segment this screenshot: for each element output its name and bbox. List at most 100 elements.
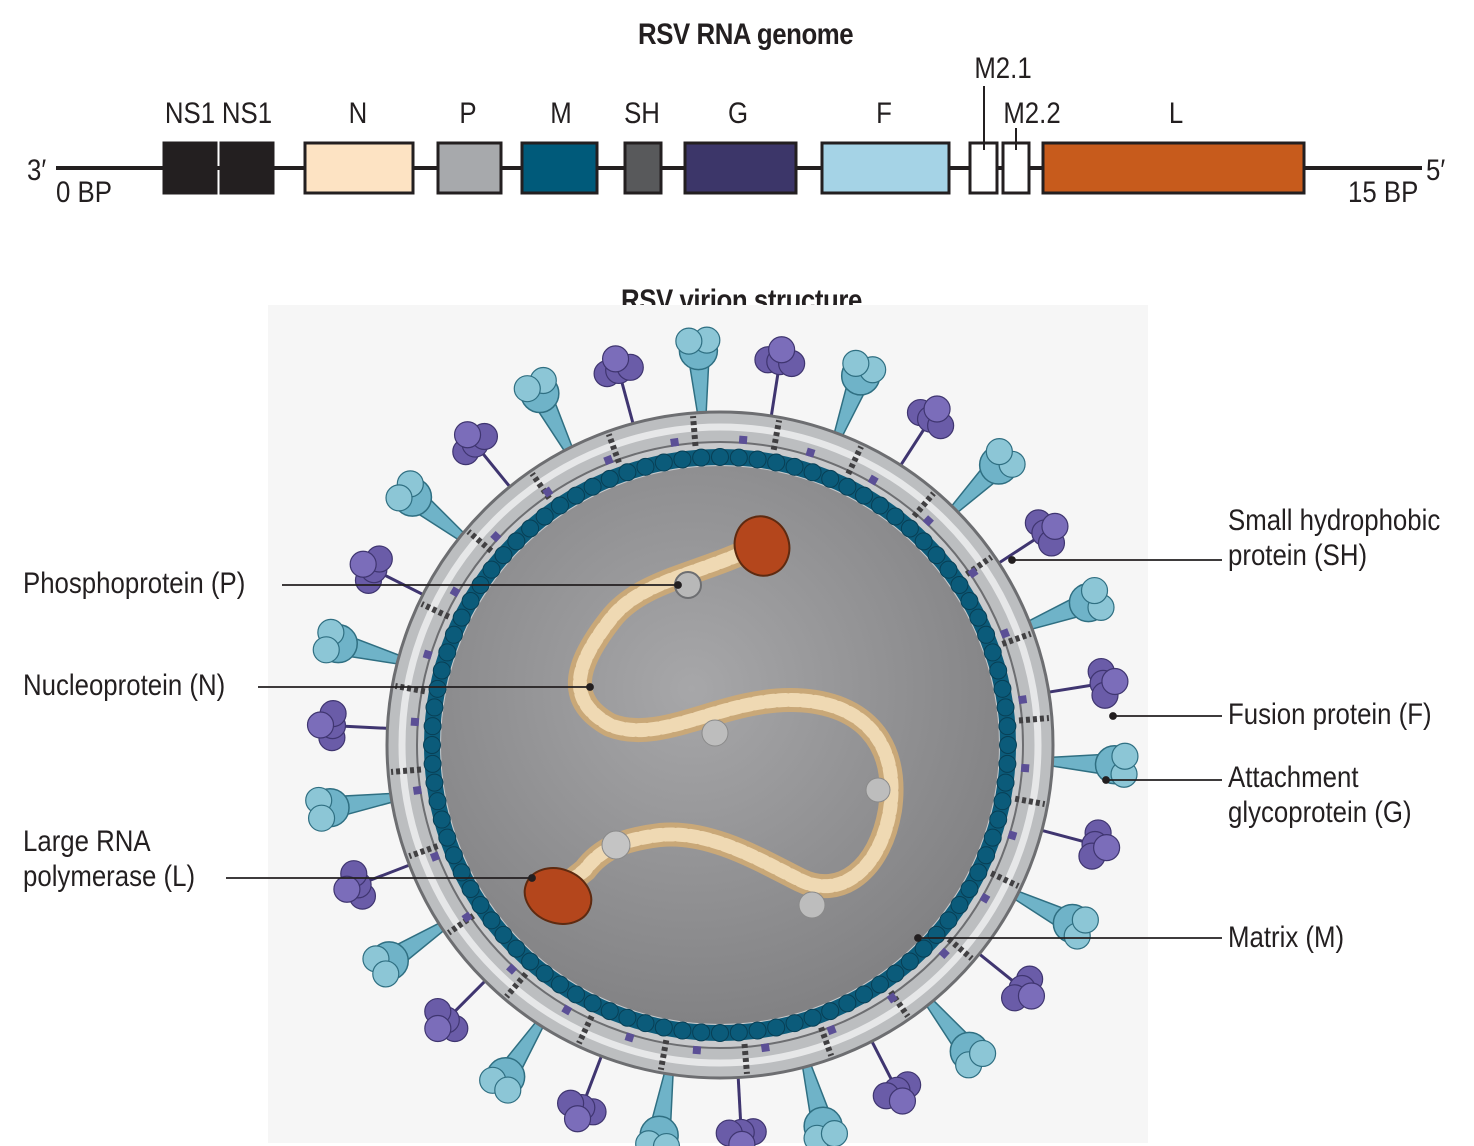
matrix-bead <box>785 457 804 476</box>
matrix-bead <box>432 810 451 829</box>
matrix-bead <box>748 1021 767 1040</box>
attachment-lobe <box>1101 667 1129 696</box>
gene-box-m21 <box>968 141 999 195</box>
attachment-lobe <box>768 336 796 364</box>
membrane-pore <box>624 1032 635 1043</box>
membrane-pore <box>422 649 433 660</box>
membrane-pore <box>506 963 518 975</box>
polymerase-top <box>733 515 791 577</box>
sh-protein <box>446 913 476 936</box>
phosphoprotein-4 <box>798 891 826 919</box>
membrane-pore <box>967 567 979 579</box>
label-sh-line2: protein (SH) <box>1228 539 1368 572</box>
sh-protein <box>911 491 936 519</box>
fusion-protein-spike <box>799 1052 849 1146</box>
membrane-pore <box>603 454 614 466</box>
matrix-bead <box>507 939 526 958</box>
attachment-lobe <box>349 550 377 578</box>
matrix-bead <box>914 939 933 958</box>
sh-protein <box>741 1043 750 1075</box>
gene-label-f: F <box>876 97 892 130</box>
matrix-bead <box>711 1024 729 1042</box>
envelope-inner-layer <box>398 423 1042 1067</box>
fusion-head-lobe <box>968 1039 997 1068</box>
attachment-glycoprotein-spike <box>306 700 401 752</box>
sh-protein <box>466 529 494 554</box>
membrane-pore <box>826 1024 837 1036</box>
callout-dot-nucleoprotein <box>586 683 594 691</box>
matrix-bead <box>535 964 554 983</box>
gene-label-g: G <box>727 97 749 130</box>
matrix-bead <box>983 643 1002 662</box>
phosphoprotein-3 <box>865 777 891 803</box>
sh-protein <box>529 471 552 501</box>
fusion-head-lobe <box>1071 906 1099 934</box>
attachment-lobe <box>923 395 951 423</box>
fusion-protein-spike <box>675 326 721 427</box>
matrix-bead <box>960 592 979 610</box>
attachment-lobe <box>1017 982 1046 1010</box>
matrix-bead <box>673 1021 692 1040</box>
matrix-bead <box>425 773 444 792</box>
sh-protein <box>1018 715 1050 724</box>
genome-end-3prime: 3′ <box>27 154 47 187</box>
matrix-bead <box>838 477 857 496</box>
label-polymerase-line1: Large RNA <box>23 825 151 858</box>
matrix-bead <box>939 560 958 579</box>
attachment-lobe <box>306 711 335 739</box>
matrix-bead <box>482 911 501 930</box>
label-polymerase-line2: polymerase (L) <box>23 860 196 893</box>
callout-dot-fusion <box>1109 712 1117 720</box>
membrane-pore <box>760 1043 770 1053</box>
fusion-head-lobe <box>307 804 336 832</box>
label-phosphoprotein: Phosphoprotein (P) <box>23 567 246 600</box>
attachment-lobe <box>563 1105 592 1133</box>
sh-protein <box>845 445 864 476</box>
attachment-lobe <box>453 421 482 449</box>
gene-box-ns1-a <box>162 141 218 195</box>
matrix-bead <box>423 754 442 773</box>
matrix-bead <box>855 985 873 1004</box>
gene-label-sh: SH <box>624 97 660 130</box>
fusion-protein-spike <box>362 916 455 988</box>
membrane-pore <box>429 851 441 862</box>
membrane-pore <box>1007 830 1018 841</box>
fusion-head-lobe <box>675 327 703 355</box>
matrix-bead <box>998 717 1017 736</box>
matrix-bead <box>600 1002 619 1021</box>
fusion-head-lobe <box>652 1132 681 1146</box>
sh-proteins <box>390 415 1050 1075</box>
label-sh-line1: Small hydrophobic <box>1228 504 1441 537</box>
matrix-bead <box>494 546 513 565</box>
gene-label-ns1-a: NS1 <box>164 97 216 130</box>
matrix-bead <box>729 1023 748 1042</box>
gene-label-ns1-b: NS1 <box>221 97 273 130</box>
matrix-bead <box>989 810 1008 829</box>
attachment-glycoprotein-spike <box>452 421 520 498</box>
matrix-bead <box>767 453 786 472</box>
gene-box-m <box>520 141 599 195</box>
matrix-bead <box>452 863 471 882</box>
membrane-pore <box>692 1045 702 1055</box>
gene-label-p: P <box>459 97 477 130</box>
gene-label-m: M <box>550 97 572 130</box>
matrix-bead <box>521 952 540 971</box>
fusion-protein-spike <box>312 618 413 667</box>
attachment-lobe <box>333 875 361 903</box>
membrane-pore <box>979 892 991 904</box>
matrix-bead <box>521 519 540 538</box>
membrane-pore <box>867 474 879 486</box>
matrix-bead <box>673 450 692 469</box>
matrix-bead <box>886 964 905 983</box>
sh-protein <box>420 601 451 620</box>
fusion-head-lobe <box>513 375 541 403</box>
matrix-bead <box>567 985 585 1004</box>
callout-dot-phosphoprotein <box>674 581 682 589</box>
label-nucleoprotein: Nucleoprotein (N) <box>23 669 226 702</box>
phosphoprotein-5 <box>601 830 631 860</box>
membrane-pore <box>461 911 473 923</box>
matrix-bead <box>428 679 447 698</box>
matrix-bead <box>983 828 1002 847</box>
gene-box-l <box>1041 141 1306 195</box>
